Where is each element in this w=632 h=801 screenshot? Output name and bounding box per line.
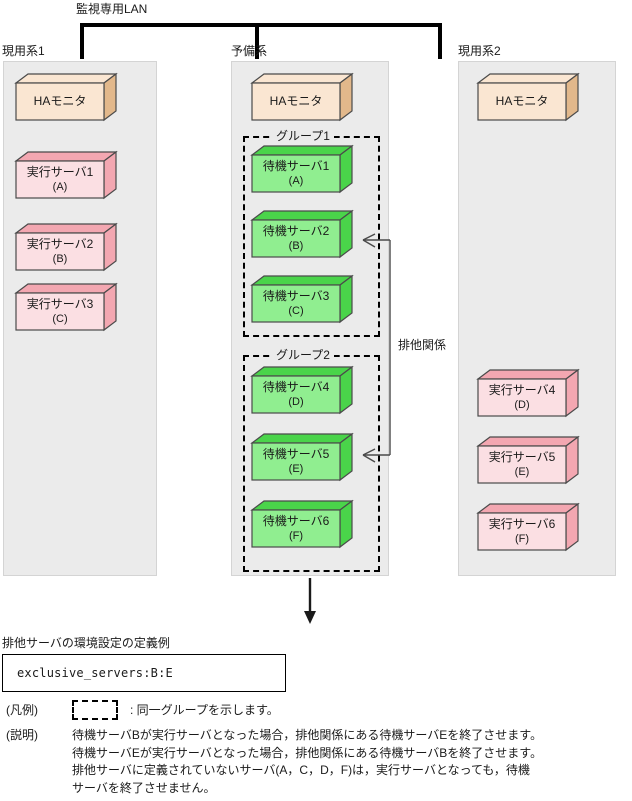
box-3d-shape: [14, 72, 118, 122]
exclusive-relation-label: 排他関係: [398, 338, 447, 352]
group-label-1: グループ1: [272, 129, 334, 143]
server-box-standby-1: 待機サーバ1 (A): [250, 144, 354, 194]
server-box-standby-3: 待機サーバ3 (C): [250, 274, 354, 324]
server-box-active-1: 実行サーバ1 (A): [14, 150, 118, 200]
system-panel-2: [458, 61, 616, 576]
explanation-line: 待機サーバBが実行サーバとなった場合，排他関係にある待機サーバEを終了させます。: [72, 728, 543, 742]
lan-drop-line-standby: [255, 23, 259, 59]
lan-bus-line: [80, 23, 442, 27]
legend-description: : 同一グループを示します。: [130, 703, 279, 717]
server-box-standby-4: 待機サーバ4 (D): [250, 365, 354, 415]
definition-example-title: 排他サーバの環境設定の定義例: [2, 636, 170, 650]
legend-dashed-swatch: [72, 700, 118, 720]
definition-example-box: exclusive_servers:B:E: [2, 654, 286, 692]
server-box-active-4: 実行サーバ4 (D): [476, 368, 580, 418]
group-label-2: グループ2: [272, 348, 334, 362]
server-box-standby-6: 待機サーバ6 (F): [250, 499, 354, 549]
ha-monitor-box-system1: HAモニタ: [14, 72, 118, 122]
server-box-active-3: 実行サーバ3 (C): [14, 282, 118, 332]
lan-label: 監視専用LAN: [76, 2, 148, 16]
exclusive-relation-connector: [362, 233, 391, 463]
definition-example-code: exclusive_servers:B:E: [17, 666, 173, 680]
server-box-standby-5: 待機サーバ5 (E): [250, 432, 354, 482]
ha-monitor-box-system2: HAモニタ: [476, 72, 580, 122]
legend-key-label: (凡例): [6, 703, 38, 717]
panel-title-system1: 現用系1: [2, 44, 45, 58]
server-box-active-5: 実行サーバ5 (E): [476, 435, 580, 485]
panel-title-standby: 予備系: [231, 44, 268, 58]
explanation-line: 待機サーバEが実行サーバとなった場合，排他関係にある待機サーバBを終了させます。: [72, 745, 543, 760]
server-box-active-2: 実行サーバ2 (B): [14, 222, 118, 272]
lan-drop-line-system1: [80, 23, 84, 59]
explanation-text-block: 待機サーバBが実行サーバとなった場合，排他関係にある待機サーバEを終了させます。…: [72, 727, 628, 797]
server-box-standby-2: 待機サーバ2 (B): [250, 209, 354, 259]
panel-title-system2: 現用系2: [458, 44, 501, 58]
lan-drop-line-system2: [438, 23, 442, 59]
explanation-key-label: (説明): [6, 728, 38, 742]
explanation-line: 排他サーバに定義されていないサーバ(A，C，D，F)は，実行サーバとなっても，待…: [72, 763, 530, 777]
server-box-active-6: 実行サーバ6 (F): [476, 502, 580, 552]
explanation-line: サーバを終了させません。: [72, 780, 216, 795]
ha-monitor-box-standby: HAモニタ: [250, 72, 354, 122]
down-arrow-icon: [304, 578, 316, 624]
